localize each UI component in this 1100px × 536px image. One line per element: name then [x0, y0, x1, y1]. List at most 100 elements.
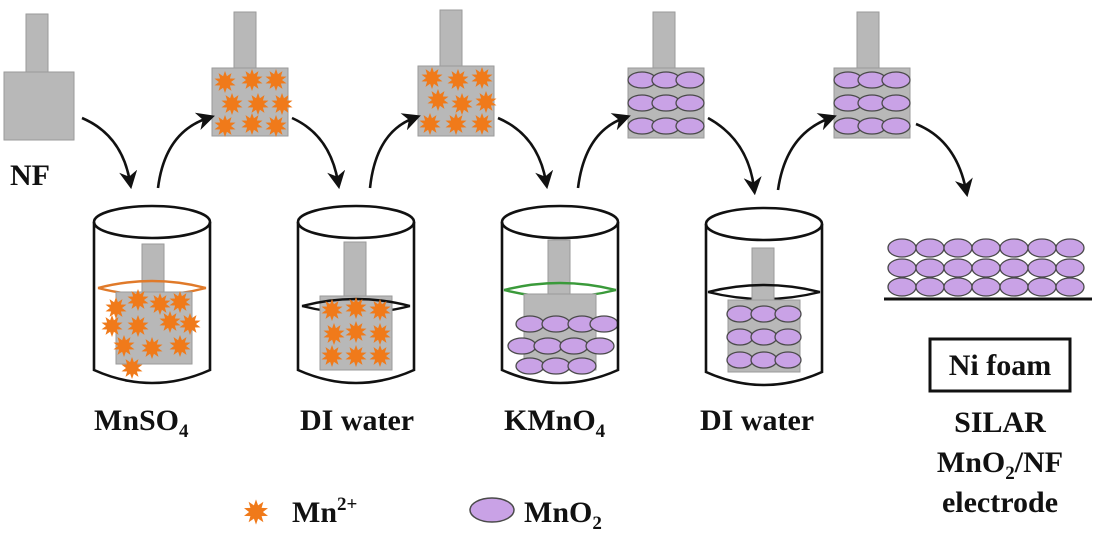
mno2-particle	[887, 258, 917, 278]
legend: Mn2+ MnO2	[244, 494, 602, 534]
mno2-particle	[999, 258, 1029, 278]
mno2-particle	[881, 94, 911, 112]
mno2-particle	[515, 357, 545, 375]
mn-ion-particle	[445, 113, 467, 135]
curved-arrow-icon	[291, 116, 346, 190]
mn-ion-particle	[265, 115, 287, 137]
orange-star-icon	[244, 499, 268, 525]
mno2-particle	[881, 71, 911, 89]
mno2-layer	[887, 238, 1085, 297]
mn-ion-particle	[121, 357, 143, 379]
mn-ion-particle	[101, 315, 123, 337]
mn-ion-particle	[369, 345, 391, 367]
mno2-particle	[1055, 277, 1085, 297]
mn-ion-particle	[179, 313, 201, 335]
mno2-particle	[943, 277, 973, 297]
mn-ion-particle	[214, 115, 236, 137]
mno2-particle	[515, 315, 545, 333]
mn-ion-cluster	[214, 69, 293, 137]
mno2-particle	[750, 328, 778, 346]
mn-ion-particle	[471, 67, 493, 89]
mno2-particle	[675, 71, 705, 89]
mno2-cluster	[507, 315, 619, 375]
mno2-particle	[589, 315, 619, 333]
mno2-particle	[507, 337, 537, 355]
mno2-particle	[750, 351, 778, 369]
mn-ion-particle	[323, 323, 345, 345]
nf-electrode	[3, 13, 75, 141]
mno2-particle	[881, 117, 911, 135]
mno2-particle	[533, 337, 563, 355]
electrode-mn-ion-1	[211, 11, 293, 137]
mno2-particle	[999, 238, 1029, 258]
mno2-particle	[971, 238, 1001, 258]
mn-ion-particle	[345, 297, 367, 319]
mn-ion-particle	[169, 291, 191, 313]
mn-ion-particle	[451, 93, 473, 115]
purple-ellipse-icon	[469, 497, 515, 523]
mn-ion-particle	[169, 335, 191, 357]
mno2-nf-electrode	[884, 238, 1092, 301]
mn-ion-particle	[447, 69, 469, 91]
ni-foam-box: Ni foam	[928, 337, 1072, 393]
beaker-di-water-1	[296, 204, 416, 385]
mn-ion-particle	[241, 69, 263, 91]
ni-foam-label: Ni foam	[949, 349, 1051, 382]
beaker-label-di-water-2: DI water	[700, 404, 814, 437]
mn-ion-particle	[471, 113, 493, 135]
mn-ion-particle	[127, 315, 149, 337]
mno2-cluster	[833, 71, 911, 135]
mn-ion-particle	[369, 299, 391, 321]
curved-arrow-icon	[497, 116, 554, 190]
mn-ion-particle	[427, 89, 449, 111]
mn-ion-cluster	[101, 289, 201, 379]
beaker-kmno4	[500, 204, 620, 385]
mn-ion-particle	[265, 69, 287, 91]
mno2-cluster	[726, 305, 802, 369]
mn-ion-particle	[149, 293, 171, 315]
mno2-particle	[943, 238, 973, 258]
mno2-particle	[675, 94, 705, 112]
mno2-particle	[1027, 258, 1057, 278]
mn-ion-particle	[113, 335, 135, 357]
beaker-label-di-water-1: DI water	[300, 404, 414, 437]
mno2-particle	[541, 357, 571, 375]
electrode-mno2-1	[627, 11, 705, 139]
mn-ion-particle	[321, 345, 343, 367]
mno2-particle	[726, 305, 754, 323]
curved-arrow-icon	[707, 116, 762, 196]
mn-ion-particle	[321, 299, 343, 321]
mn-ion-particle	[241, 113, 263, 135]
mno2-particle	[887, 238, 917, 258]
mno2-particle	[1055, 258, 1085, 278]
mn-ion-particle	[421, 67, 443, 89]
mno2-particle	[971, 277, 1001, 297]
nf-label: NF	[10, 159, 50, 192]
curved-arrow-icon	[156, 112, 215, 189]
electrode-mn-ion-2	[417, 9, 497, 137]
mn-ion-particle	[475, 91, 497, 113]
mno2-particle	[567, 357, 597, 375]
legend-mno2-label: MnO2	[524, 496, 602, 534]
result-label-line1: SILAR	[954, 406, 1046, 439]
mno2-particle	[774, 351, 802, 369]
mno2-particle	[1055, 238, 1085, 258]
mn-ion-particle	[105, 297, 127, 319]
mn-ion-particle	[221, 93, 243, 115]
beaker-mnso4	[92, 204, 212, 385]
mno2-particle	[1027, 238, 1057, 258]
mn-ion-particle	[345, 345, 367, 367]
mn-ion-particle	[247, 93, 269, 115]
mno2-particle	[774, 305, 802, 323]
mno2-particle	[726, 328, 754, 346]
mn-ion-particle	[369, 323, 391, 345]
mn-ion-particle	[214, 71, 236, 93]
mn-ion-particle	[345, 321, 367, 343]
mno2-particle	[559, 337, 589, 355]
result-label-line2: MnO2/NF	[937, 446, 1063, 484]
mno2-particle	[1027, 277, 1057, 297]
mno2-particle	[915, 277, 945, 297]
mno2-particle	[915, 258, 945, 278]
mno2-particle	[750, 305, 778, 323]
